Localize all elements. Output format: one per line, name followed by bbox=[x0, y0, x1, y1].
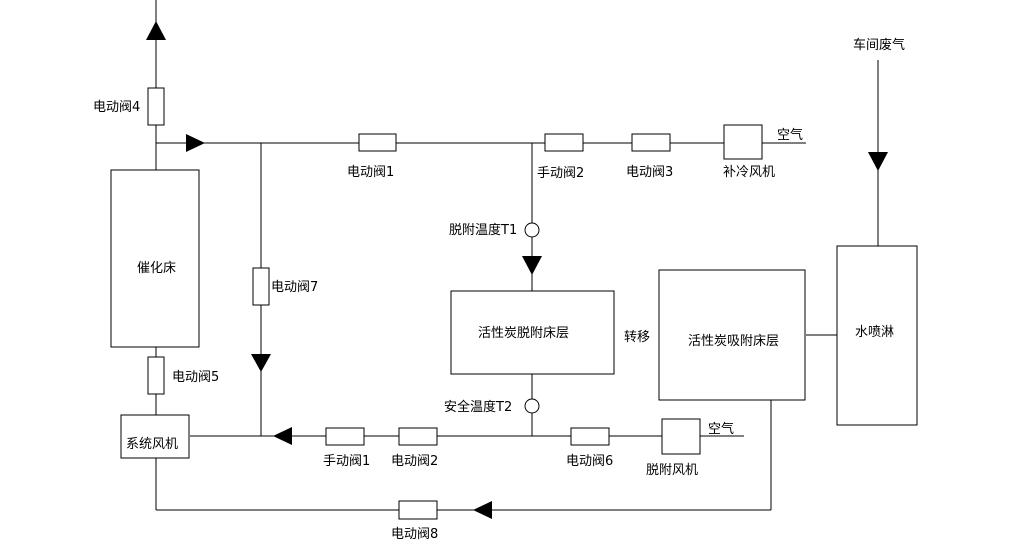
label-cooling-fan: 补冷风机 bbox=[723, 165, 775, 180]
label-valve-3: 电动阀3 bbox=[626, 165, 673, 180]
valve-6 bbox=[570, 427, 610, 446]
valve-8 bbox=[398, 500, 438, 520]
flow-arrows bbox=[146, 21, 888, 519]
label-valve-4: 电动阀4 bbox=[93, 100, 140, 115]
label-catalytic-bed: 催化床 bbox=[137, 261, 176, 276]
valve-2 bbox=[398, 427, 438, 446]
equipment bbox=[110, 124, 918, 459]
label-air-top: 空气 bbox=[777, 127, 803, 143]
pipe-lines bbox=[155, 0, 879, 511]
label-manual-valve-2: 手动阀2 bbox=[537, 166, 584, 181]
manual-valve-2 bbox=[544, 133, 584, 152]
label-valve-2: 电动阀2 bbox=[391, 454, 438, 469]
sensor-t1-icon bbox=[524, 222, 540, 238]
system-fan bbox=[120, 414, 190, 459]
label-valve-6: 电动阀6 bbox=[566, 454, 613, 469]
adsorption-bed bbox=[658, 269, 806, 401]
sensor-t2-icon bbox=[524, 398, 540, 414]
valves bbox=[147, 87, 671, 520]
manual-valve-1 bbox=[325, 427, 365, 446]
label-valve-7: 电动阀7 bbox=[271, 280, 318, 295]
arrow-down-icon bbox=[251, 354, 271, 372]
label-desorption-temp: 脱附温度T1 bbox=[449, 222, 517, 238]
desorption-fan bbox=[661, 418, 701, 455]
valve-3 bbox=[631, 133, 671, 152]
catalytic-bed bbox=[110, 169, 200, 348]
label-workshop-gas: 车间废气 bbox=[853, 37, 905, 53]
cooling-fan bbox=[723, 124, 763, 160]
label-air-bottom: 空气 bbox=[708, 421, 734, 437]
arrow-down-icon bbox=[522, 256, 542, 275]
label-transfer: 转移 bbox=[624, 330, 650, 345]
label-safety-temp: 安全温度T2 bbox=[444, 399, 512, 415]
label-system-fan: 系统风机 bbox=[126, 437, 178, 452]
label-manual-valve-1: 手动阀1 bbox=[323, 454, 370, 469]
arrow-left-icon bbox=[273, 427, 292, 445]
arrow-up-icon bbox=[146, 21, 166, 40]
desorption-bed bbox=[450, 290, 615, 375]
valve-4 bbox=[147, 87, 165, 126]
label-valve-5: 电动阀5 bbox=[172, 370, 219, 385]
temperature-sensors bbox=[524, 222, 540, 414]
valve-5 bbox=[147, 356, 165, 395]
label-desorption-fan: 脱附风机 bbox=[646, 463, 698, 478]
valve-7 bbox=[252, 267, 270, 306]
label-valve-8: 电动阀8 bbox=[391, 527, 438, 542]
valve-1 bbox=[358, 133, 397, 152]
arrow-left-icon bbox=[473, 501, 492, 519]
water-spray-tower bbox=[836, 245, 918, 426]
label-adsorption-bed: 活性炭吸附床层 bbox=[688, 334, 779, 349]
text-labels: 电动阀4 催化床 电动阀5 系统风机 电动阀7 电动阀1 手动阀2 电动阀3 补… bbox=[93, 37, 905, 542]
label-water-spray: 水喷淋 bbox=[855, 325, 894, 340]
arrow-right-icon bbox=[186, 134, 205, 152]
arrow-down-icon bbox=[868, 152, 888, 171]
label-valve-1: 电动阀1 bbox=[347, 165, 394, 180]
label-desorption-bed: 活性炭脱附床层 bbox=[478, 326, 569, 341]
